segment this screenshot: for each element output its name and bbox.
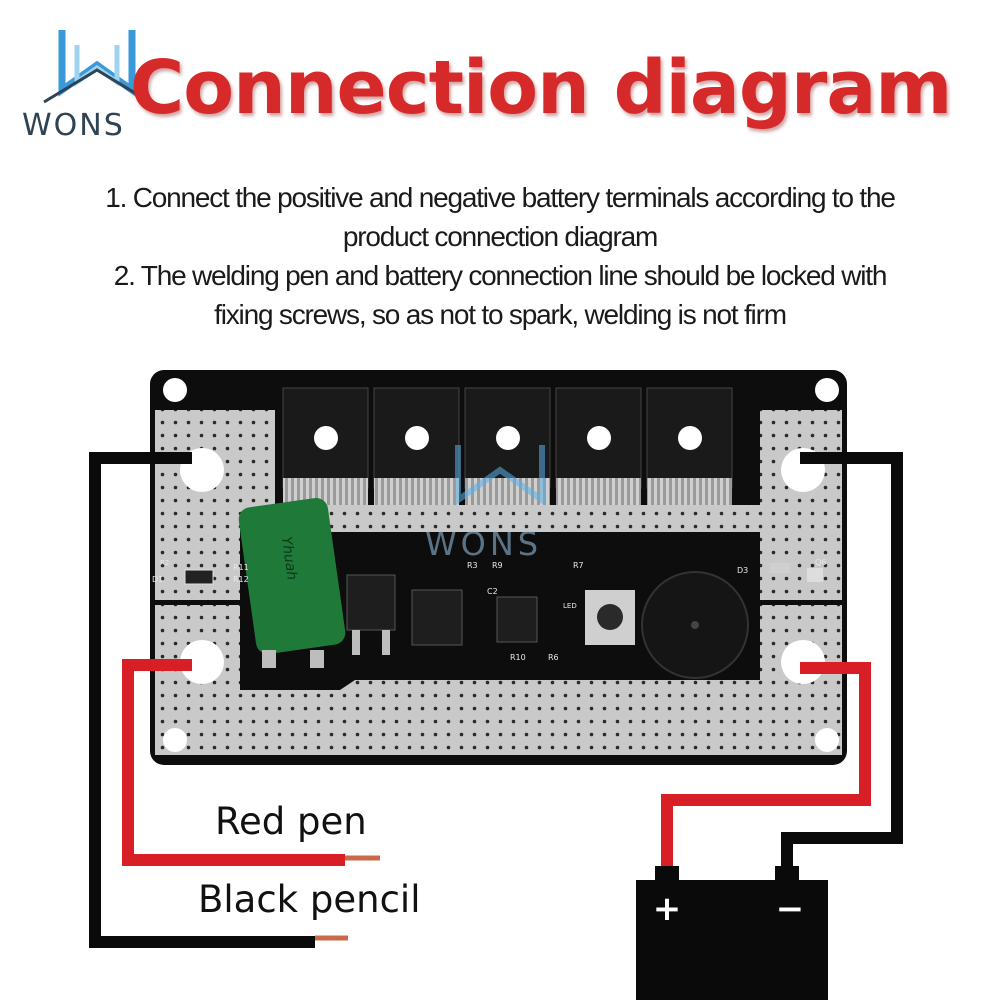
regulator-chip [346, 574, 396, 631]
wons-logo-mark [43, 30, 151, 104]
mosfet [373, 387, 460, 505]
red-pen-label: Red pen [215, 800, 367, 843]
pcb-label: D3 [737, 566, 748, 575]
mosfet [464, 387, 551, 505]
mount-hole [815, 728, 839, 752]
instruction-line-2: product connection diagram [342, 221, 659, 252]
electrolytic-capacitor [238, 498, 346, 654]
battery-negative-label: − [776, 889, 805, 929]
pcb-label: C2 [487, 587, 498, 596]
battery [636, 880, 828, 1000]
mount-hole [163, 728, 187, 752]
instructions: 1. Connect the positive and negative bat… [40, 178, 960, 334]
top-bus-strip [275, 505, 775, 532]
pcb-label: R9 [492, 561, 503, 570]
red-wire-battery [661, 662, 871, 883]
mosfet [555, 387, 642, 505]
ic-chip [496, 596, 538, 643]
red-wire-pen [122, 659, 345, 866]
pcb-label: R12 [233, 575, 249, 584]
instruction-line-1: 1. Connect the positive and negative bat… [105, 182, 896, 213]
logo-wordmark: WONS [22, 108, 125, 143]
pcb-label: R11 [233, 563, 249, 572]
page-title: Connection diagram [130, 45, 952, 131]
battery-positive-label: + [653, 889, 682, 929]
wons-watermark: WONS [425, 445, 545, 563]
terminal-hole-left-bottom [180, 640, 224, 684]
pcb-label: R7 [573, 561, 584, 570]
pcb-label: R3 [467, 561, 478, 570]
optocoupler-chip [411, 589, 463, 646]
pcb-label: Q6 [815, 558, 826, 567]
instruction-line-3: 2. The welding pen and battery connectio… [113, 260, 888, 291]
mount-hole [815, 378, 839, 402]
pcb-label: R2 [160, 559, 169, 567]
mosfet [646, 387, 733, 505]
black-pencil-label: Black pencil [198, 878, 421, 921]
instruction-line-4: fixing screws, so as not to spark, weldi… [214, 299, 787, 330]
mosfet [282, 387, 369, 505]
mosfet-row [282, 387, 733, 505]
pcb-label: R6 [548, 653, 559, 662]
black-wire-battery [781, 452, 903, 883]
mount-hole [163, 378, 187, 402]
pcb-label: D1 [152, 575, 163, 584]
capacitor-print: Yhuah [278, 536, 300, 582]
pcb-label: LED [563, 602, 577, 610]
watermark-text: WONS [425, 525, 542, 563]
pcb-label: R10 [510, 653, 526, 662]
black-wire-pen [89, 452, 315, 948]
bottom-bus-strip [240, 680, 760, 755]
